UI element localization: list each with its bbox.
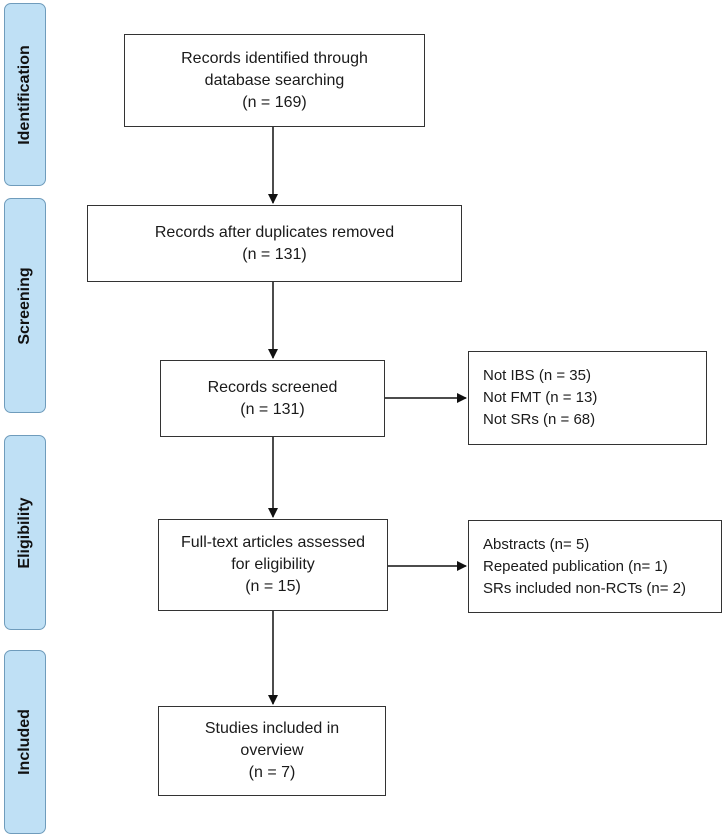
box-duplicates-removed: Records after duplicates removed (n = 13… — [87, 205, 462, 282]
box-line: overview — [240, 742, 304, 759]
exclusion-line: Repeated publication (n= 1) — [483, 557, 668, 575]
exclusion-line: Abstracts (n= 5) — [483, 535, 590, 553]
box-line: (n = 131) — [242, 245, 307, 263]
box-line: (n = 131) — [240, 400, 305, 418]
exclusion-line: Not IBS (n = 35) — [483, 367, 591, 384]
box-line: Full-text articles assessed — [180, 534, 366, 551]
stage-eligibility: Eligibility — [4, 435, 46, 630]
box-line: (n = 169) — [242, 93, 307, 111]
box-line: database searching — [204, 71, 345, 89]
box-screening-exclusions: Not IBS (n = 35) Not FMT (n = 13) Not SR… — [468, 351, 707, 445]
box-records-identified: Records identified through database sear… — [124, 34, 425, 127]
box-line: Records after duplicates removed — [154, 223, 395, 241]
stage-screening: Screening — [4, 198, 46, 413]
box-eligibility-exclusions: Abstracts (n= 5) Repeated publication (n… — [468, 520, 722, 613]
box-full-text-assessed: Full-text articles assessed for eligibil… — [158, 519, 388, 611]
box-line: Records screened — [207, 378, 338, 396]
box-line: (n = 15) — [245, 578, 301, 595]
box-records-screened: Records screened (n = 131) — [160, 360, 385, 437]
exclusion-line: SRs included non-RCTs (n= 2) — [483, 579, 687, 597]
box-line: for eligibility — [231, 556, 315, 573]
box-line: Records identified through — [181, 49, 368, 67]
stage-identification: Identification — [4, 3, 46, 186]
box-line: Studies included in — [204, 720, 340, 737]
stage-included: Included — [4, 650, 46, 834]
exclusion-line: Not FMT (n = 13) — [483, 389, 598, 406]
exclusion-line: Not SRs (n = 68) — [483, 411, 596, 428]
box-studies-included: Studies included in overview (n = 7) — [158, 706, 386, 796]
box-line: (n = 7) — [248, 764, 296, 781]
